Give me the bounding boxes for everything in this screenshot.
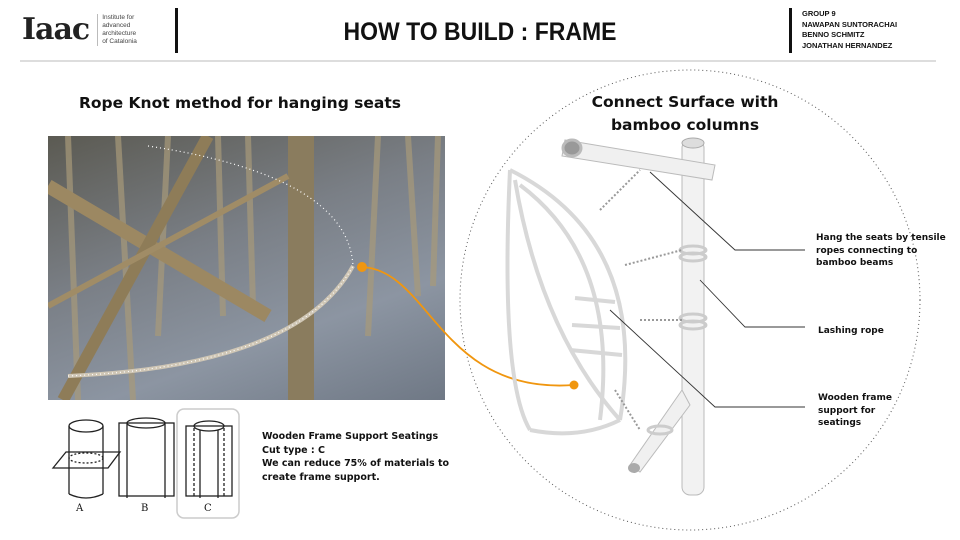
selected-cut-highlight [176, 408, 240, 519]
callout-line: seatings [818, 418, 862, 428]
group-members: GROUP 9 NAWAPAN SUNTORACHAI BENNO SCHMIT… [802, 9, 897, 51]
cut-text-line: We can reduce 75% of materials to [262, 458, 450, 469]
member-name: JONATHAN HERNANDEZ [802, 40, 893, 50]
callout-wooden-frame: Wooden frame support for seatings [818, 392, 892, 430]
page-title: HOW TO BUILD : FRAME [343, 18, 617, 46]
logo-mark: Iaac [22, 12, 90, 47]
right-heading: Connect Surface with bamboo columns [565, 91, 805, 137]
right-heading-line: Connect Surface with [591, 93, 779, 111]
rope-knot-photo [48, 136, 445, 400]
diagram-label-a: A [76, 503, 84, 514]
cut-text-line: Wooden Frame Support Seatings [262, 431, 439, 442]
callout-line: Lashing rope [818, 326, 884, 336]
iaac-logo: Iaac Institute for advanced architecture… [22, 12, 137, 47]
member-name: NAWAPAN SUNTORACHAI [802, 19, 898, 29]
header-divider [789, 8, 792, 53]
callout-line: ropes connecting to [816, 245, 918, 256]
logo-line: of Catalonia [102, 37, 137, 45]
connector-line [361, 266, 575, 387]
cut-text-line: create frame support. [262, 471, 380, 483]
cut-type-diagrams [51, 408, 240, 519]
member-name: BENNO SCHMITZ [802, 30, 865, 39]
group-name: GROUP 9 [802, 9, 836, 18]
logo-text: Institute for advanced architecture of C… [97, 13, 137, 46]
connector-dot [569, 380, 579, 390]
header-divider [175, 8, 178, 53]
callout-line: Hang the seats by tensile [816, 233, 946, 243]
callout-hang-seats: Hang the seats by tensile ropes connecti… [816, 232, 946, 270]
callout-lashing-rope: Lashing rope [818, 325, 884, 338]
logo-line: architecture [102, 29, 137, 37]
diagram-label-c: C [204, 503, 212, 514]
left-heading: Rope Knot method for hanging seats [78, 94, 402, 112]
leader-lines [609, 171, 805, 408]
cut-text-line: Cut type : C [262, 444, 325, 456]
cut-type-description: Wooden Frame Support Seatings Cut type :… [262, 430, 449, 484]
logo-line: Institute for [102, 13, 135, 21]
callout-line: support for [818, 405, 876, 416]
detail-circle [459, 69, 921, 531]
right-heading-line: bamboo columns [610, 116, 760, 134]
diagram-label-b: B [141, 503, 149, 514]
callout-line: Wooden frame [818, 393, 892, 403]
callout-line: bamboo beams [816, 258, 894, 268]
logo-line: advanced [102, 21, 131, 29]
header-rule [20, 60, 936, 62]
